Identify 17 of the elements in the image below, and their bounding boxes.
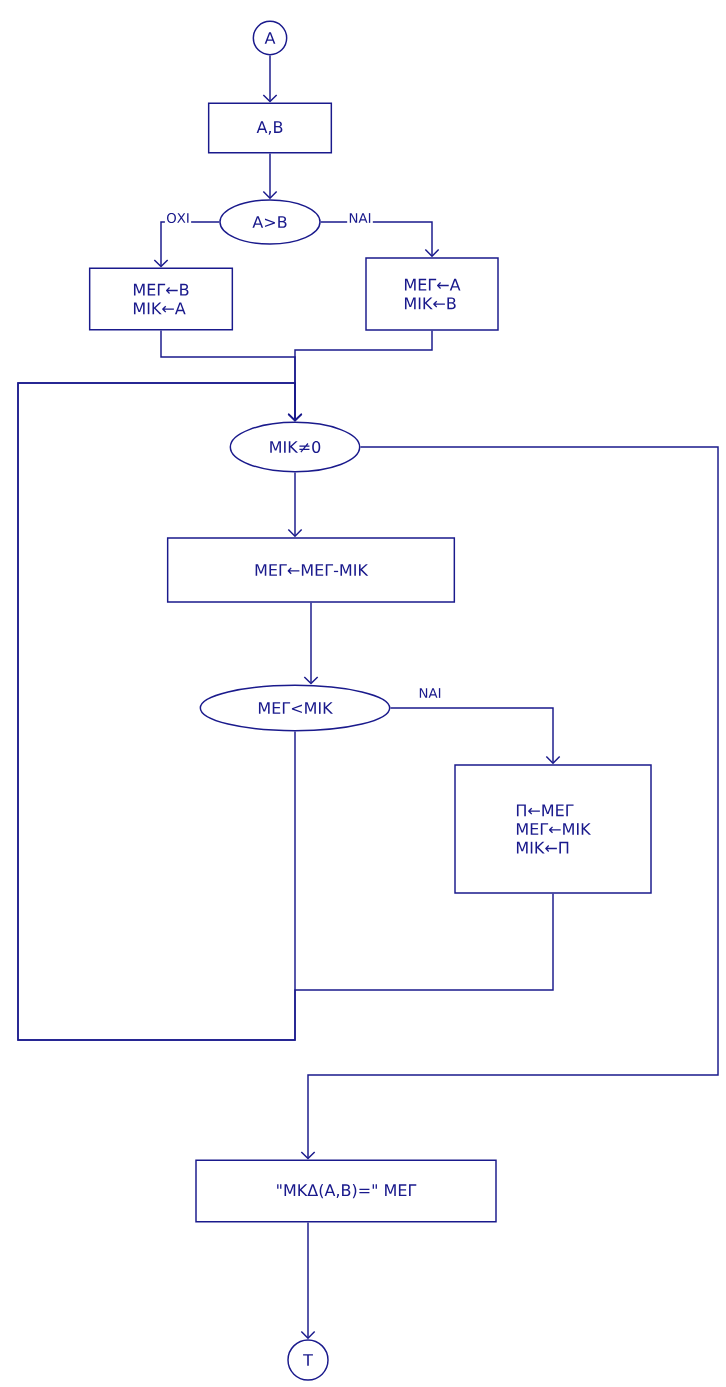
arrow: [389, 707, 561, 765]
edge-label: ΝΑΙ: [347, 211, 373, 225]
arrow: [17, 382, 303, 1041]
process-box: ΜΕΓ←Α ΜΙΚ←Β: [365, 257, 499, 331]
process-box: "ΜΚΔ(Α,Β)=" ΜΕΓ: [195, 1159, 497, 1223]
arrow: [262, 152, 278, 200]
arrow: [303, 602, 319, 685]
process-box: Π←ΜΕΓ ΜΕΓ←ΜΙΚ ΜΙΚ←Π: [454, 764, 652, 894]
arrow: [300, 446, 719, 1160]
process-box: ΜΕΓ←ΜΕΓ-ΜΙΚ: [166, 537, 456, 603]
process-box: Α,Β: [207, 102, 333, 154]
process-box: ΜΕΓ←Β ΜΙΚ←Α: [88, 267, 234, 331]
arrow: [300, 1221, 316, 1340]
arrow: [262, 54, 278, 103]
edge-label: ΟΧΙ: [164, 211, 192, 225]
arrow: [287, 471, 303, 538]
edge-label: ΝΑΙ: [417, 686, 443, 700]
